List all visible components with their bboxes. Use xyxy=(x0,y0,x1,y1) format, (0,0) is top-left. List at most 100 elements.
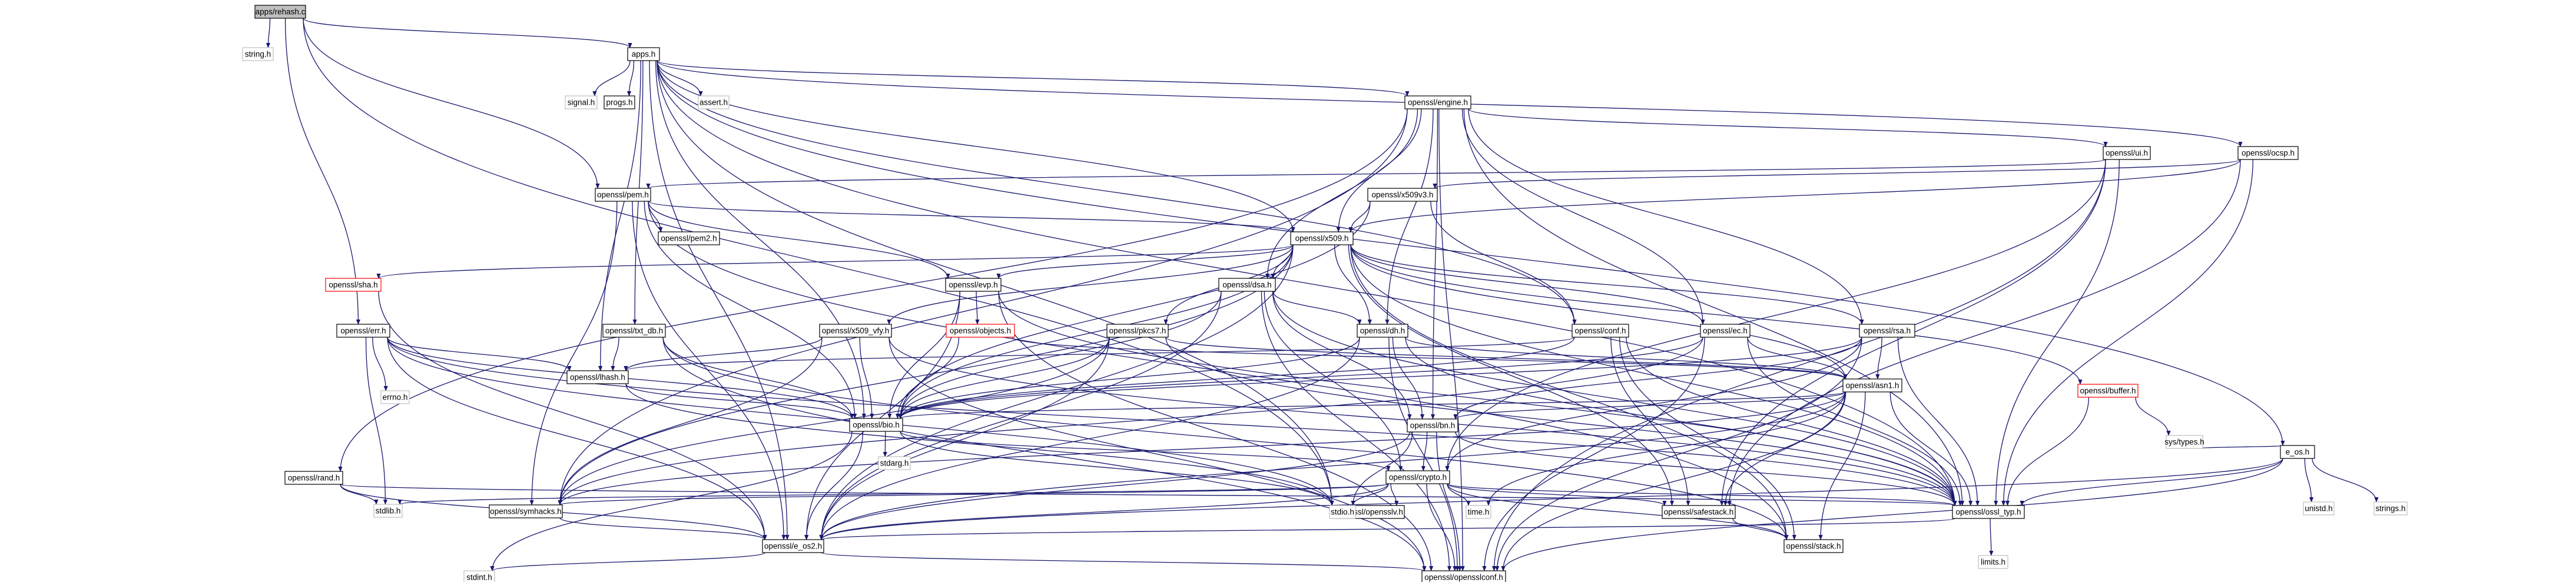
node-label: openssl/err.h xyxy=(340,327,386,335)
edge-lhash-h-to-bio-h xyxy=(625,383,854,419)
node-lhash-h[interactable]: openssl/lhash.h xyxy=(566,370,629,384)
edge-rsa-h-to-crypto-h xyxy=(1445,337,1862,471)
node-asn1-h[interactable]: openssl/asn1.h xyxy=(1842,378,1902,393)
node-bio-h[interactable]: openssl/bio.h xyxy=(849,418,903,432)
node-label: openssl/x509.h xyxy=(1295,234,1349,243)
edge-objects-h-to-bio-h xyxy=(895,337,960,419)
edge-apps-h-to-ossl-typ-h xyxy=(657,60,1957,506)
edge-dsa-h-to-opensslconf-h xyxy=(1261,291,1452,571)
node-label: openssl/asn1.h xyxy=(1846,381,1899,390)
node-box xyxy=(604,95,635,109)
node-assert-h: assert.h xyxy=(698,95,730,109)
node-x509v3-h[interactable]: openssl/x509v3.h xyxy=(1367,188,1438,202)
node-stdio-h: stdio.h xyxy=(1329,505,1356,519)
node-buffer-h[interactable]: openssl/buffer.h xyxy=(2077,384,2139,398)
node-box xyxy=(2237,146,2299,160)
node-err-h[interactable]: openssl/err.h xyxy=(336,324,390,338)
node-pem-h[interactable]: openssl/pem.h xyxy=(595,188,651,202)
node-x509-vfy-h[interactable]: openssl/x509_vfy.h xyxy=(819,324,892,338)
edge-apps-h-to-engine-h xyxy=(657,60,1410,97)
node-progs-h[interactable]: progs.h xyxy=(604,95,635,109)
edge-x509-vfy-h-to-symhacks-h xyxy=(558,337,823,505)
node-box xyxy=(819,324,892,338)
node-label: apps.h xyxy=(632,50,656,59)
node-sha-h[interactable]: openssl/sha.h xyxy=(325,278,382,292)
edge-bn-h-to-stdio-h xyxy=(1351,431,1413,506)
node-engine-h[interactable]: openssl/engine.h xyxy=(1404,95,1471,109)
edge-ocsp-h-to-safestack-h xyxy=(1727,159,2241,506)
node-label: e_os.h xyxy=(2286,448,2310,457)
edge-buffer-h-to-ossl-typ-h xyxy=(2005,397,2090,506)
node-crypto-h[interactable]: openssl/crypto.h xyxy=(1385,470,1450,484)
node-box xyxy=(945,278,1002,292)
node-rand-h[interactable]: openssl/rand.h xyxy=(284,471,343,485)
node-box xyxy=(878,456,911,470)
node-rsa-h[interactable]: openssl/rsa.h xyxy=(1859,324,1915,338)
node-e-os-h[interactable]: e_os.h xyxy=(2280,445,2315,459)
node-box xyxy=(658,231,720,245)
node-bn-h[interactable]: openssl/bn.h xyxy=(1407,418,1458,433)
node-box xyxy=(1662,505,1736,519)
edge-e-os-h-to-e-os2-h xyxy=(819,458,2283,540)
edge-pem-h-to-e-os2-h xyxy=(632,201,786,540)
node-label: openssl/x509v3.h xyxy=(1371,191,1433,199)
edge-pem-h-to-x509-h xyxy=(648,201,1295,232)
edge-bn-h-to-opensslconf-h xyxy=(1436,431,1462,571)
node-box xyxy=(463,570,495,582)
node-pem2-h[interactable]: openssl/pem2.h xyxy=(658,231,720,245)
node-box xyxy=(1842,378,1902,393)
node-stack-h[interactable]: openssl/stack.h xyxy=(1783,539,1844,553)
edge-rand-h-to-ossl-typ-h xyxy=(340,484,1957,506)
edge-ui-h-to-ossl-typ-h xyxy=(1994,159,2120,506)
node-evp-h[interactable]: openssl/evp.h xyxy=(945,278,1002,292)
node-label: openssl/ocsp.h xyxy=(2242,149,2295,158)
edge-e-os-h-to-ossl-typ-h xyxy=(2020,458,2283,506)
edge-dsa-h-to-ossl-typ-h xyxy=(1272,291,1957,506)
node-label: openssl/stack.h xyxy=(1786,542,1841,551)
edge-x509-h-to-evp-h xyxy=(996,244,1294,279)
edge-conf-h-to-bio-h xyxy=(898,337,1575,419)
node-objects-h[interactable]: openssl/objects.h xyxy=(946,324,1015,338)
node-x509-h[interactable]: openssl/x509.h xyxy=(1290,231,1354,245)
node-label: openssl/pem2.h xyxy=(661,234,717,243)
edge-engine-h-to-bn-h xyxy=(1430,108,1438,420)
edge-apps-h-to-assert-h xyxy=(657,60,703,97)
node-safestack-h[interactable]: openssl/safestack.h xyxy=(1662,505,1736,519)
edge-x509-h-to-x509-vfy-h xyxy=(887,244,1294,325)
edge-root-to-string-h xyxy=(266,18,271,48)
node-ocsp-h[interactable]: openssl/ocsp.h xyxy=(2237,146,2299,160)
edge-dsa-h-to-crypto-h xyxy=(1264,291,1403,471)
edge-conf-h-to-ossl-typ-h xyxy=(1626,337,1957,506)
edge-txt-db-h-to-lhash-h xyxy=(611,337,619,371)
edge-pkcs7-h-to-bio-h xyxy=(898,337,1110,419)
node-txt-db-h[interactable]: openssl/txt_db.h xyxy=(602,324,666,338)
node-box xyxy=(1466,505,1491,519)
edge-rand-h-to-stdlib-h xyxy=(340,484,379,505)
edge-bio-h-to-stdio-h xyxy=(900,431,1334,506)
node-dsa-h[interactable]: openssl/dsa.h xyxy=(1218,278,1276,292)
node-dh-h[interactable]: openssl/dh.h xyxy=(1357,324,1408,338)
node-box xyxy=(1783,539,1844,553)
node-label: openssl/engine.h xyxy=(1408,98,1468,107)
edge-asn1-h-to-stack-h xyxy=(1818,391,1866,540)
node-label: errno.h xyxy=(383,393,408,402)
node-e-os2-h[interactable]: openssl/e_os2.h xyxy=(762,539,824,553)
edge-txt-db-h-to-bio-h xyxy=(662,337,854,419)
edge-ocsp-h-to-x509v3-h xyxy=(1433,159,2241,189)
edge-pem-h-to-evp-h xyxy=(648,201,950,279)
node-pkcs7-h[interactable]: openssl/pkcs7.h xyxy=(1106,324,1169,338)
node-ec-h[interactable]: openssl/ec.h xyxy=(1700,324,1751,338)
edge-rsa-h-to-opensslconf-h xyxy=(1495,337,1862,571)
node-ossl-typ-h[interactable]: openssl/ossl_typ.h xyxy=(1952,505,2025,519)
edge-dsa-h-to-dh-h xyxy=(1272,291,1362,325)
node-box xyxy=(1290,231,1354,245)
node-label: openssl/opensslconf.h xyxy=(1424,573,1503,582)
node-apps-h[interactable]: apps.h xyxy=(627,47,660,61)
node-opensslconf-h[interactable]: openssl/opensslconf.h xyxy=(1421,570,1506,582)
edge-err-h-to-errno-h xyxy=(372,337,388,391)
node-symhacks-h[interactable]: openssl/symhacks.h xyxy=(489,504,563,518)
node-ui-h[interactable]: openssl/ui.h xyxy=(2103,146,2151,160)
node-conf-h[interactable]: openssl/conf.h xyxy=(1572,324,1629,338)
edge-engine-h-to-symhacks-h xyxy=(558,108,1408,505)
edge-dsa-h-to-e-os2-h xyxy=(819,291,1222,540)
